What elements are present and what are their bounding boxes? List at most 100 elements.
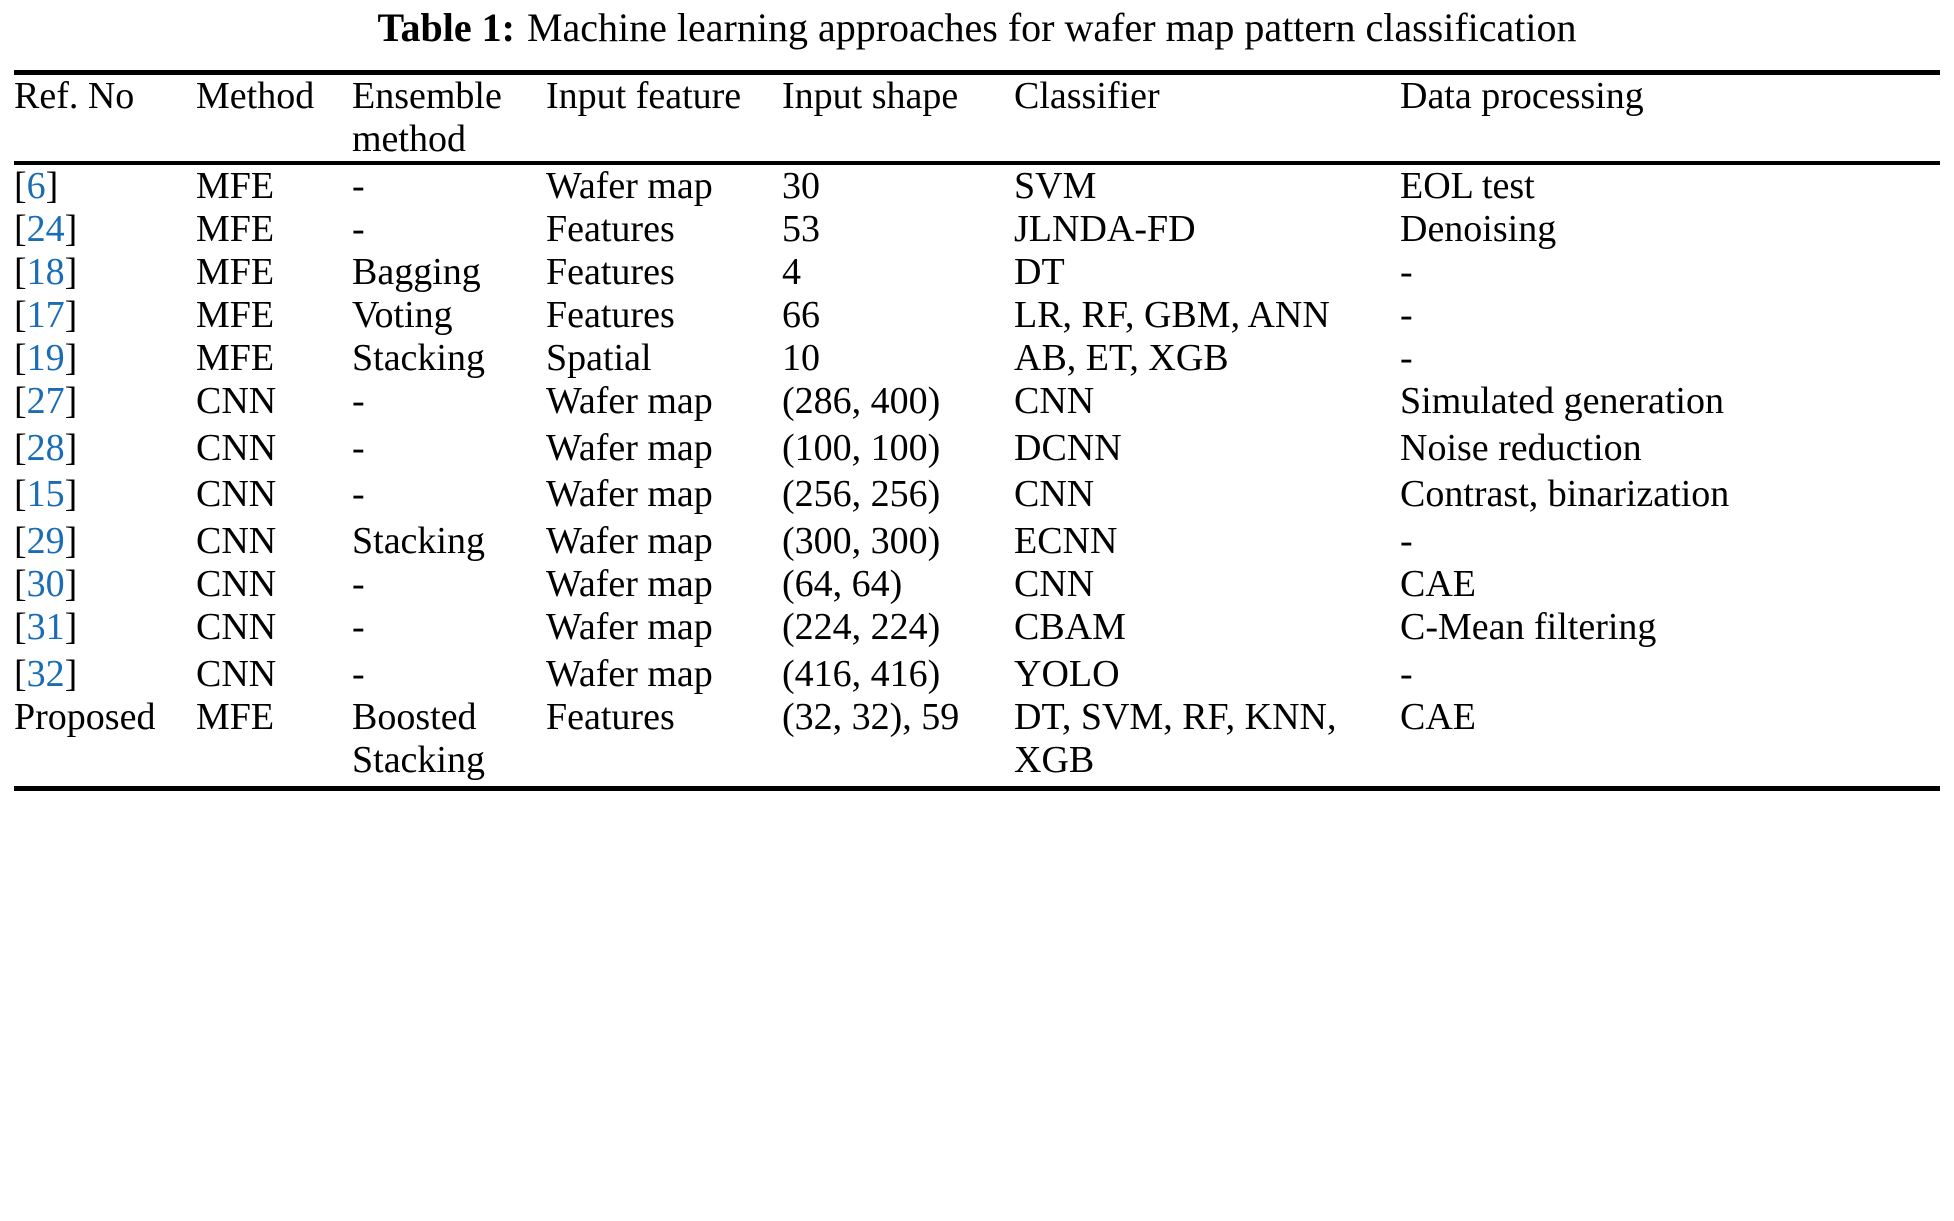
cell-input-shape: 53 [782, 207, 820, 250]
column-header-input-shape: Input shape [782, 75, 959, 117]
cell-data-processing: CAE [1400, 696, 1476, 739]
table-header-rule [14, 160, 1940, 165]
cell-ref-no[interactable]: [18] [14, 251, 196, 294]
cell-ensemble-method: - [352, 473, 365, 516]
cell-input-feature: Features [546, 207, 675, 250]
cell-method: MFE [196, 164, 275, 207]
cell-method: CNN [196, 653, 277, 696]
reference-link[interactable]: 29 [26, 520, 65, 563]
reference-link[interactable]: 19 [26, 336, 65, 379]
cell-ensemble-method: Voting [352, 293, 453, 336]
caption-text: Machine learning approaches for wafer ma… [526, 5, 1577, 50]
cell-ref-no[interactable]: [31] [14, 606, 196, 653]
cell-method: MFE [196, 336, 275, 379]
bracket-open: [ [14, 336, 27, 379]
table-row: [32]CNN-Wafer map(416, 416)YOLO- [14, 653, 1940, 696]
cell-data-processing: - [1400, 250, 1413, 293]
cell-classifier: ECNN [1014, 520, 1118, 563]
bracket-close: ] [64, 520, 78, 563]
cell-input-feature: Wafer map [546, 606, 713, 649]
reference-link[interactable]: 30 [26, 563, 65, 606]
bracket-close: ] [64, 473, 78, 516]
cell-input-shape: (32, 32), 59 [782, 696, 960, 739]
cell-input-feature: Features [546, 696, 675, 739]
cell-ref-no[interactable]: [29] [14, 520, 196, 563]
cell-ref-no[interactable]: [32] [14, 653, 196, 696]
bracket-open: [ [14, 606, 27, 649]
cell-method: CNN [196, 426, 277, 469]
reference-link[interactable]: 18 [26, 250, 65, 293]
cell-input-shape: 30 [782, 164, 820, 207]
reference-link[interactable]: 28 [26, 426, 65, 469]
bracket-open: [ [14, 164, 27, 207]
column-header-ref-no: Ref. No [14, 75, 135, 117]
reference-link[interactable]: 15 [26, 473, 65, 516]
cell-ensemble-method: Stacking [352, 336, 485, 379]
reference-link[interactable]: 32 [26, 653, 65, 696]
cell-ref-no[interactable]: [6] [14, 165, 196, 208]
cell-ensemble-method: - [352, 164, 365, 207]
cell-ref-no[interactable]: [19] [14, 337, 196, 380]
cell-input-feature: Wafer map [546, 653, 713, 696]
cell-data-processing: EOL test [1400, 164, 1535, 207]
reference-link[interactable]: 31 [26, 606, 65, 649]
cell-input-feature: Spatial [546, 336, 652, 379]
cell-ref-no[interactable]: [27] [14, 380, 196, 427]
cell-ref-no[interactable]: [17] [14, 294, 196, 337]
cell-ref-no[interactable]: [28] [14, 427, 196, 474]
reference-link[interactable]: 6 [26, 164, 46, 207]
cell-data-processing: C-Mean filtering [1400, 606, 1657, 649]
row-label: Proposed [14, 696, 156, 739]
cell-ensemble-method: Bagging [352, 250, 481, 293]
cell-method: MFE [196, 207, 275, 250]
cell-data-processing: Contrast, binarization [1400, 473, 1730, 516]
cell-input-feature: Wafer map [546, 379, 713, 422]
cell-input-shape: (224, 224) [782, 606, 941, 649]
cell-classifier: YOLO [1014, 653, 1120, 696]
bracket-open: [ [14, 426, 27, 469]
bracket-close: ] [64, 207, 78, 250]
cell-method: MFE [196, 250, 275, 293]
bracket-close: ] [45, 164, 59, 207]
cell-input-feature: Features [546, 250, 675, 293]
bracket-close: ] [64, 336, 78, 379]
bracket-close: ] [64, 653, 78, 696]
bracket-open: [ [14, 653, 27, 696]
cell-data-processing: CAE [1400, 563, 1476, 606]
cell-data-processing: - [1400, 293, 1413, 336]
cell-ref-no[interactable]: [24] [14, 208, 196, 251]
bracket-open: [ [14, 520, 27, 563]
cell-input-shape: (300, 300) [782, 520, 941, 563]
cell-data-processing: - [1400, 336, 1413, 379]
bracket-open: [ [14, 207, 27, 250]
cell-input-shape: (256, 256) [782, 473, 941, 516]
cell-classifier: DT [1014, 250, 1065, 293]
bracket-close: ] [64, 250, 78, 293]
reference-link[interactable]: 27 [26, 379, 65, 422]
cell-ensemble-method: - [352, 426, 365, 469]
reference-link[interactable]: 17 [26, 293, 65, 336]
cell-ensemble-method: Stacking [352, 520, 485, 563]
bracket-close: ] [64, 293, 78, 336]
cell-ensemble-method: - [352, 606, 365, 649]
cell-ensemble-method: - [352, 653, 365, 696]
cell-input-feature: Wafer map [546, 520, 713, 563]
cell-ref-no[interactable]: [15] [14, 473, 196, 520]
cell-input-feature: Features [546, 293, 675, 336]
cell-classifier: DT, SVM, RF, KNN, XGB [1014, 696, 1337, 782]
reference-link[interactable]: 24 [26, 207, 65, 250]
header-row: Ref. No Method Ensemble method Input fea… [14, 75, 1940, 161]
table-header: Ref. No Method Ensemble method Input fea… [14, 75, 1940, 161]
table-bottom-rule [14, 786, 1940, 791]
cell-ref-no[interactable]: [30] [14, 563, 196, 606]
cell-method: CNN [196, 473, 277, 516]
